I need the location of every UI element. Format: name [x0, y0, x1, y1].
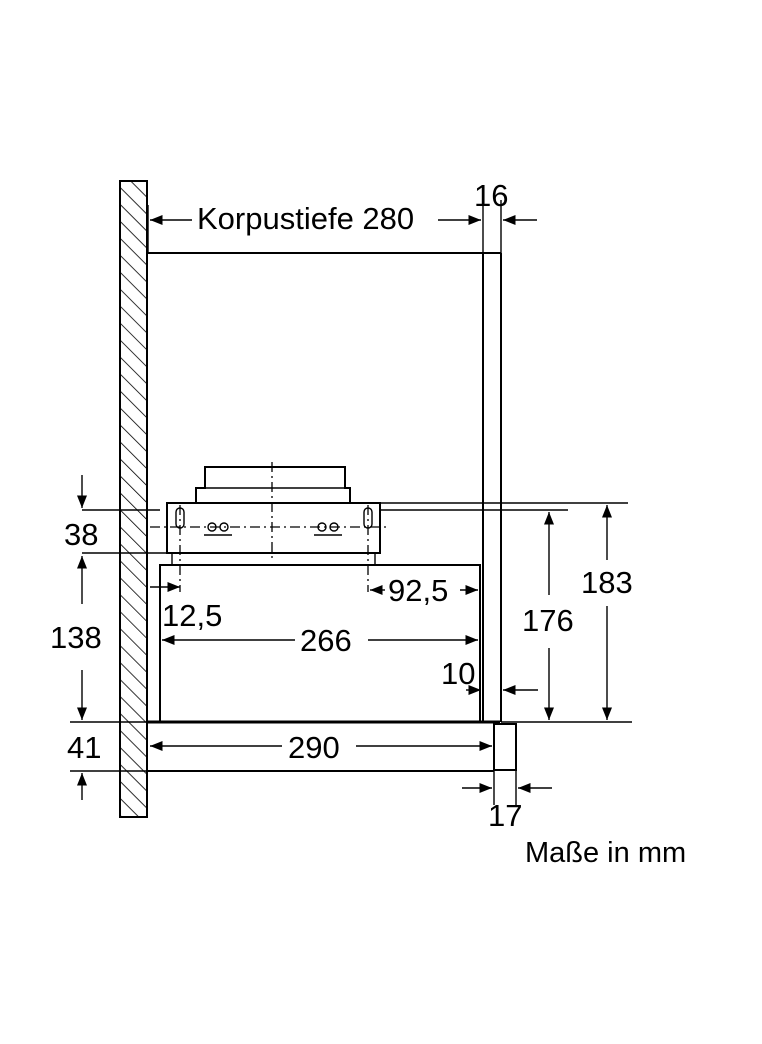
dim-183-label: 183: [581, 565, 633, 600]
dimension-lines: [76, 214, 613, 800]
dim-92-5-label: 92,5: [388, 573, 448, 608]
dim-17-label: 17: [488, 798, 522, 833]
extension-lines: [70, 200, 632, 805]
dim-16-label: 16: [474, 178, 508, 213]
dim-290-label: 290: [288, 730, 340, 765]
hood-body: [148, 564, 517, 772]
mounting-bracket: [166, 502, 381, 565]
dim-138-label: 138: [50, 620, 102, 655]
dim-266-label: 266: [300, 623, 352, 658]
unit-note: Maße in mm: [525, 837, 686, 869]
cabinet-outline: [147, 252, 502, 722]
dim-12-5-label: 12,5: [162, 598, 222, 633]
dim-10-label: 10: [441, 656, 475, 691]
dim-38-label: 38: [64, 517, 98, 552]
wall: [119, 180, 148, 818]
dim-176-label: 176: [522, 603, 574, 638]
center-lines: [150, 462, 390, 592]
dim-41-label: 41: [67, 730, 101, 765]
korpustiefe-label: Korpustiefe 280: [197, 201, 414, 236]
fan-motor: [195, 466, 351, 504]
